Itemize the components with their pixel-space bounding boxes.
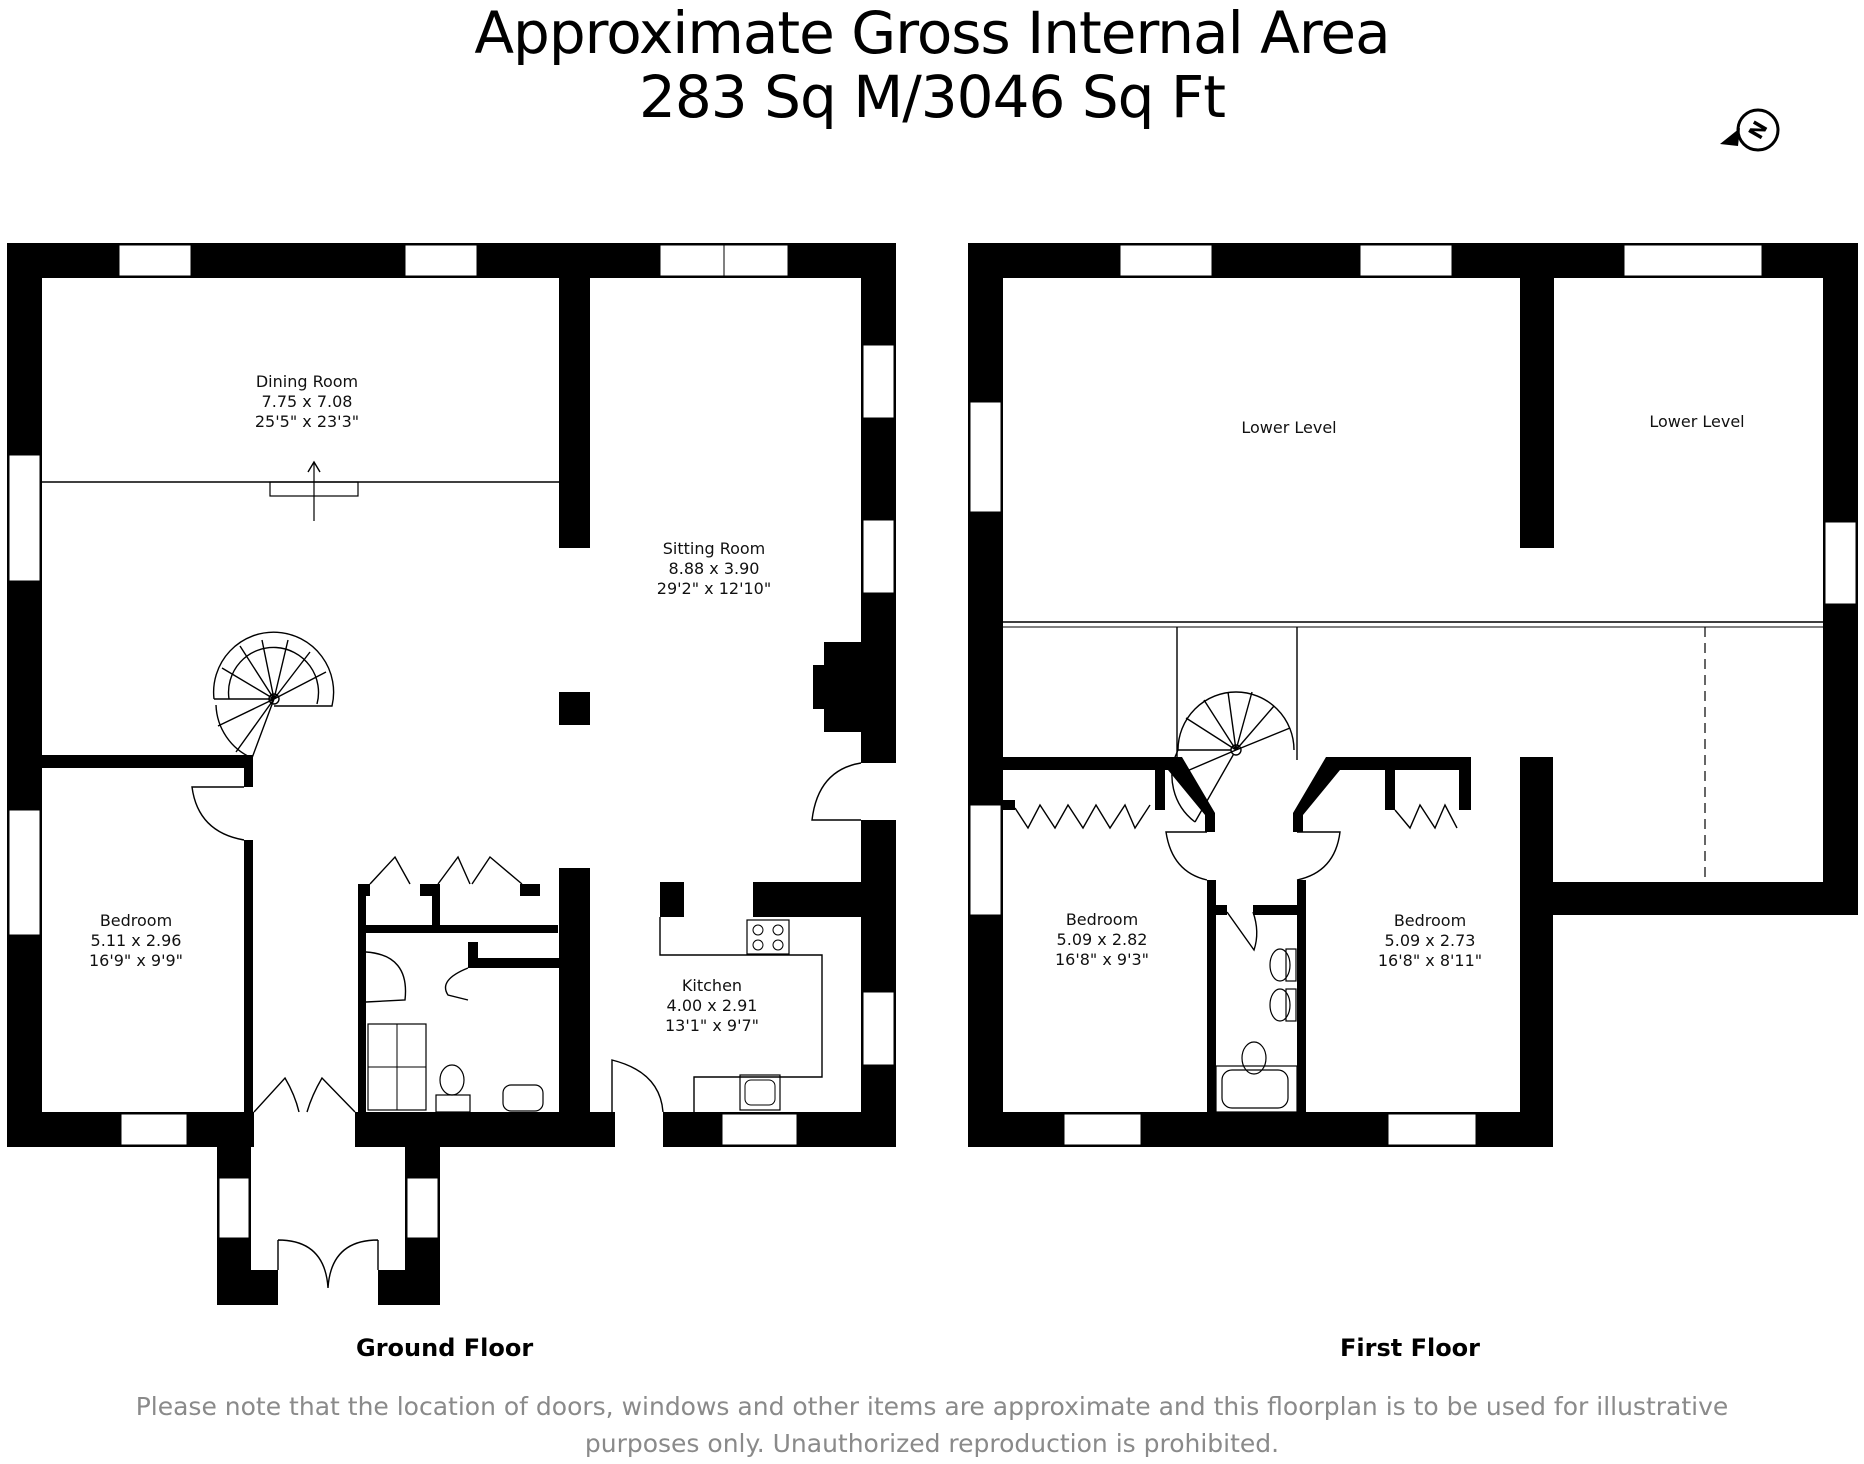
ground-floor-label: Ground Floor xyxy=(356,1334,534,1362)
room-imperial-dining: 25'5" x 23'3" xyxy=(255,412,359,431)
room-imperial-kitchen: 13'1" x 9'7" xyxy=(665,1016,759,1035)
room-name-bedroom-ff-1: Bedroom xyxy=(1066,910,1138,929)
area-total: 283 Sq M/3046 Sq Ft xyxy=(638,63,1226,131)
room-imperial-bedroom-ff-1: 16'8" x 9'3" xyxy=(1055,950,1149,969)
north-compass-icon: N xyxy=(1720,108,1780,152)
room-name-sitting: Sitting Room xyxy=(663,539,766,558)
room-name-kitchen: Kitchen xyxy=(682,976,742,995)
first-floor-plan xyxy=(968,243,1858,1147)
disclaimer-line-2: purposes only. Unauthorized reproduction… xyxy=(584,1429,1280,1458)
room-metric-bedroom-gf: 5.11 x 2.96 xyxy=(91,931,182,950)
room-metric-kitchen: 4.00 x 2.91 xyxy=(667,996,758,1015)
room-imperial-bedroom-gf: 16'9" x 9'9" xyxy=(89,951,183,970)
room-name-bedroom-gf: Bedroom xyxy=(100,911,172,930)
room-imperial-bedroom-ff-2: 16'8" x 8'11" xyxy=(1378,951,1482,970)
room-name-bedroom-ff-2: Bedroom xyxy=(1394,911,1466,930)
room-metric-bedroom-ff-2: 5.09 x 2.73 xyxy=(1385,931,1476,950)
ground-floor-plan xyxy=(7,243,896,1305)
disclaimer-line-1: Please note that the location of doors, … xyxy=(135,1392,1729,1421)
first-floor-label: First Floor xyxy=(1340,1334,1481,1362)
area-title: Approximate Gross Internal Area xyxy=(474,0,1390,67)
spiral-staircase xyxy=(212,631,335,759)
room-metric-sitting: 8.88 x 3.90 xyxy=(669,559,760,578)
room-name-lower-level-right: Lower Level xyxy=(1649,412,1744,431)
room-name-dining: Dining Room xyxy=(256,372,358,391)
disclaimer: Please note that the location of doors, … xyxy=(60,1388,1804,1462)
room-metric-bedroom-ff-1: 5.09 x 2.82 xyxy=(1057,930,1148,949)
room-metric-dining: 7.75 x 7.08 xyxy=(262,392,353,411)
room-name-lower-level-left: Lower Level xyxy=(1241,418,1336,437)
room-imperial-sitting: 29'2" x 12'10" xyxy=(657,579,771,598)
